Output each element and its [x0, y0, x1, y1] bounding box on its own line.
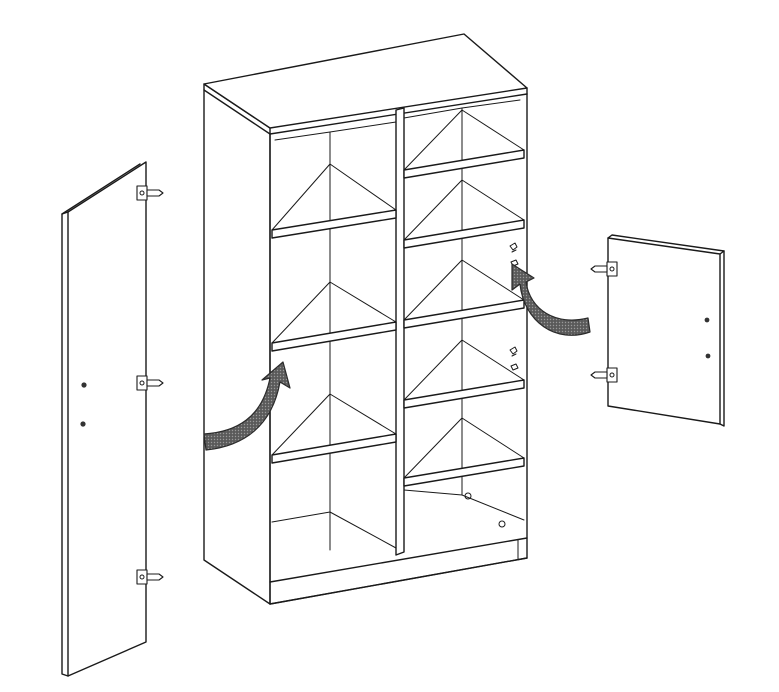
left-door-arrow [203, 361, 291, 451]
hinge-icon [590, 367, 618, 383]
knob-hole-icon [704, 317, 710, 323]
cabinet-top [203, 33, 528, 129]
cabinet-left-side [203, 83, 271, 605]
hinge-icon [136, 375, 164, 391]
curved-arrow-icon [203, 361, 291, 451]
knob-hole-icon [705, 353, 711, 359]
door-panel-icon [590, 234, 725, 427]
left-door [67, 161, 147, 677]
right-door [607, 237, 721, 425]
cabinet-icon [203, 33, 528, 605]
curved-arrow-icon [511, 263, 591, 336]
bottom-hole-icon [464, 492, 472, 500]
knob-hole-icon [80, 421, 86, 427]
knob-hole-icon [81, 382, 87, 388]
hinge-icon [590, 261, 618, 277]
bottom-hole-icon [498, 520, 506, 528]
right-door-arrow [511, 263, 591, 336]
hinge-icon [136, 569, 164, 585]
left-shelves [271, 163, 397, 549]
right-shelves [403, 109, 525, 521]
cabinet-plinth [269, 537, 528, 583]
cabinet-center-divider [395, 107, 405, 556]
door-panel-icon [61, 161, 164, 677]
hinge-icon [136, 185, 164, 201]
